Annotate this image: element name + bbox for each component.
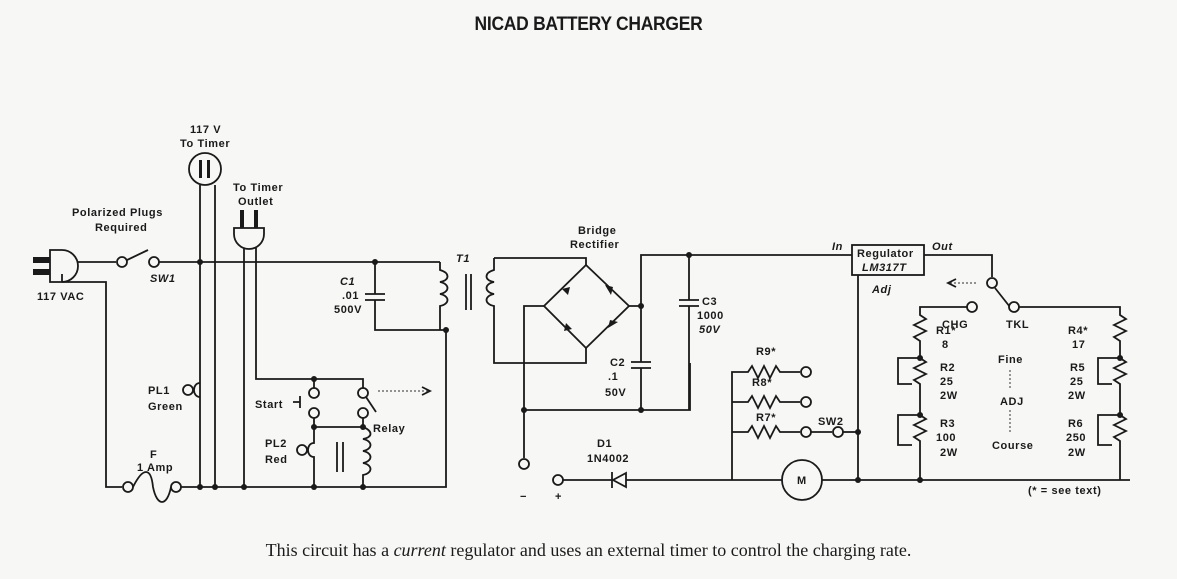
- label-r2: R2: [940, 362, 955, 374]
- negative-terminal: [518, 458, 530, 470]
- label-outlet-2: Outlet: [238, 196, 273, 208]
- label-c1-v: 500V: [334, 304, 362, 316]
- label-timer-to: To Timer: [180, 138, 230, 150]
- label-fine: Fine: [998, 354, 1023, 366]
- label-bridge-1: Bridge: [578, 225, 616, 237]
- start-pushbutton: [293, 387, 320, 419]
- label-c3-v: 50V: [699, 324, 721, 336]
- relay-coil: [362, 426, 372, 487]
- label-t1: T1: [456, 253, 470, 265]
- regulator-lm317t: [851, 244, 925, 276]
- label-r3-val: 100: [936, 432, 956, 444]
- fuse-icon: [122, 471, 182, 503]
- label-outlet-1: To Timer: [233, 182, 283, 194]
- label-r1: R1*: [936, 325, 956, 337]
- label-pl2-color: Red: [265, 454, 288, 466]
- junction-dots: [197, 252, 1123, 490]
- label-ac-in: 117 VAC: [37, 291, 84, 303]
- label-fuse-rating: 1 Amp: [137, 462, 173, 474]
- label-bridge-2: Rectifier: [570, 239, 620, 251]
- label-c3: C3: [702, 296, 717, 308]
- label-r2-w: 2W: [940, 390, 958, 402]
- label-start: Start: [255, 399, 283, 411]
- label-timer-v: 117 V: [190, 124, 221, 136]
- label-c2: C2: [610, 357, 625, 369]
- label-reg-in: In: [832, 241, 843, 253]
- tkl-switch: [994, 287, 1011, 308]
- label-reg-out: Out: [932, 241, 953, 253]
- diode-d1: [563, 471, 783, 489]
- label-note: (* = see text): [1028, 485, 1102, 497]
- label-r9: R9*: [756, 346, 776, 358]
- label-sw1: SW1: [150, 273, 176, 285]
- label-reg-2: LM317T: [862, 262, 907, 274]
- sw2-switch: [832, 426, 844, 438]
- label-fuse: F: [150, 449, 157, 461]
- label-c1-val: .01: [342, 290, 359, 302]
- label-pl1-color: Green: [148, 401, 183, 413]
- label-r2-val: 25: [940, 376, 953, 388]
- label-d1-part: 1N4002: [587, 453, 629, 465]
- label-r6-w: 2W: [1068, 447, 1086, 459]
- label-r8: R8*: [752, 377, 772, 389]
- label-r3: R3: [940, 418, 955, 430]
- label-c1: C1: [340, 276, 355, 288]
- bridge-rectifier: [542, 263, 631, 350]
- timer-outlet-plug-icon: [233, 210, 265, 250]
- label-r3-w: 2W: [940, 447, 958, 459]
- label-r1-val: 8: [942, 339, 949, 351]
- label-plus: +: [555, 491, 562, 503]
- relay-arrow-icon: [421, 386, 433, 396]
- caption-italic: current: [393, 540, 446, 560]
- label-chg: CHG: [942, 319, 968, 331]
- label-sw2: SW2: [818, 416, 844, 428]
- label-pl2: PL2: [265, 438, 287, 450]
- caption: This circuit has a current regulator and…: [0, 540, 1177, 561]
- label-minus: −: [520, 491, 527, 503]
- label-pl1: PL1: [148, 385, 170, 397]
- label-polarized-2: Required: [95, 222, 147, 234]
- label-r4-val: 17: [1072, 339, 1085, 351]
- label-r6: R6: [1068, 418, 1083, 430]
- label-reg-1: Regulator: [857, 248, 914, 260]
- label-c3-val: 1000: [697, 310, 724, 322]
- diagram-title: NICAD BATTERY CHARGER: [474, 14, 703, 35]
- positive-terminal: [552, 474, 564, 486]
- label-relay: Relay: [373, 423, 406, 435]
- label-d1: D1: [597, 438, 612, 450]
- label-r5-w: 2W: [1068, 390, 1086, 402]
- timer-receptacle-icon: [188, 152, 222, 186]
- label-r7: R7*: [756, 412, 776, 424]
- label-course: Course: [992, 440, 1034, 452]
- ac-plug-icon: [33, 249, 79, 283]
- label-reg-adj: Adj: [871, 284, 892, 296]
- caption-part1: This circuit has a: [265, 540, 394, 560]
- label-r6-val: 250: [1066, 432, 1086, 444]
- label-r4: R4*: [1068, 325, 1088, 337]
- label-c2-v: 50V: [605, 387, 626, 399]
- label-r5-val: 25: [1070, 376, 1083, 388]
- label-c2-val: .1: [608, 371, 618, 383]
- caption-part2: regulator and uses an external timer to …: [445, 540, 912, 560]
- sw1-switch: [116, 249, 160, 268]
- label-polarized-1: Polarized Plugs: [72, 207, 163, 219]
- label-r5: R5: [1070, 362, 1085, 374]
- label-adj: ADJ: [1000, 396, 1024, 408]
- label-tkl: TKL: [1006, 319, 1029, 331]
- label-motor: M: [797, 475, 807, 487]
